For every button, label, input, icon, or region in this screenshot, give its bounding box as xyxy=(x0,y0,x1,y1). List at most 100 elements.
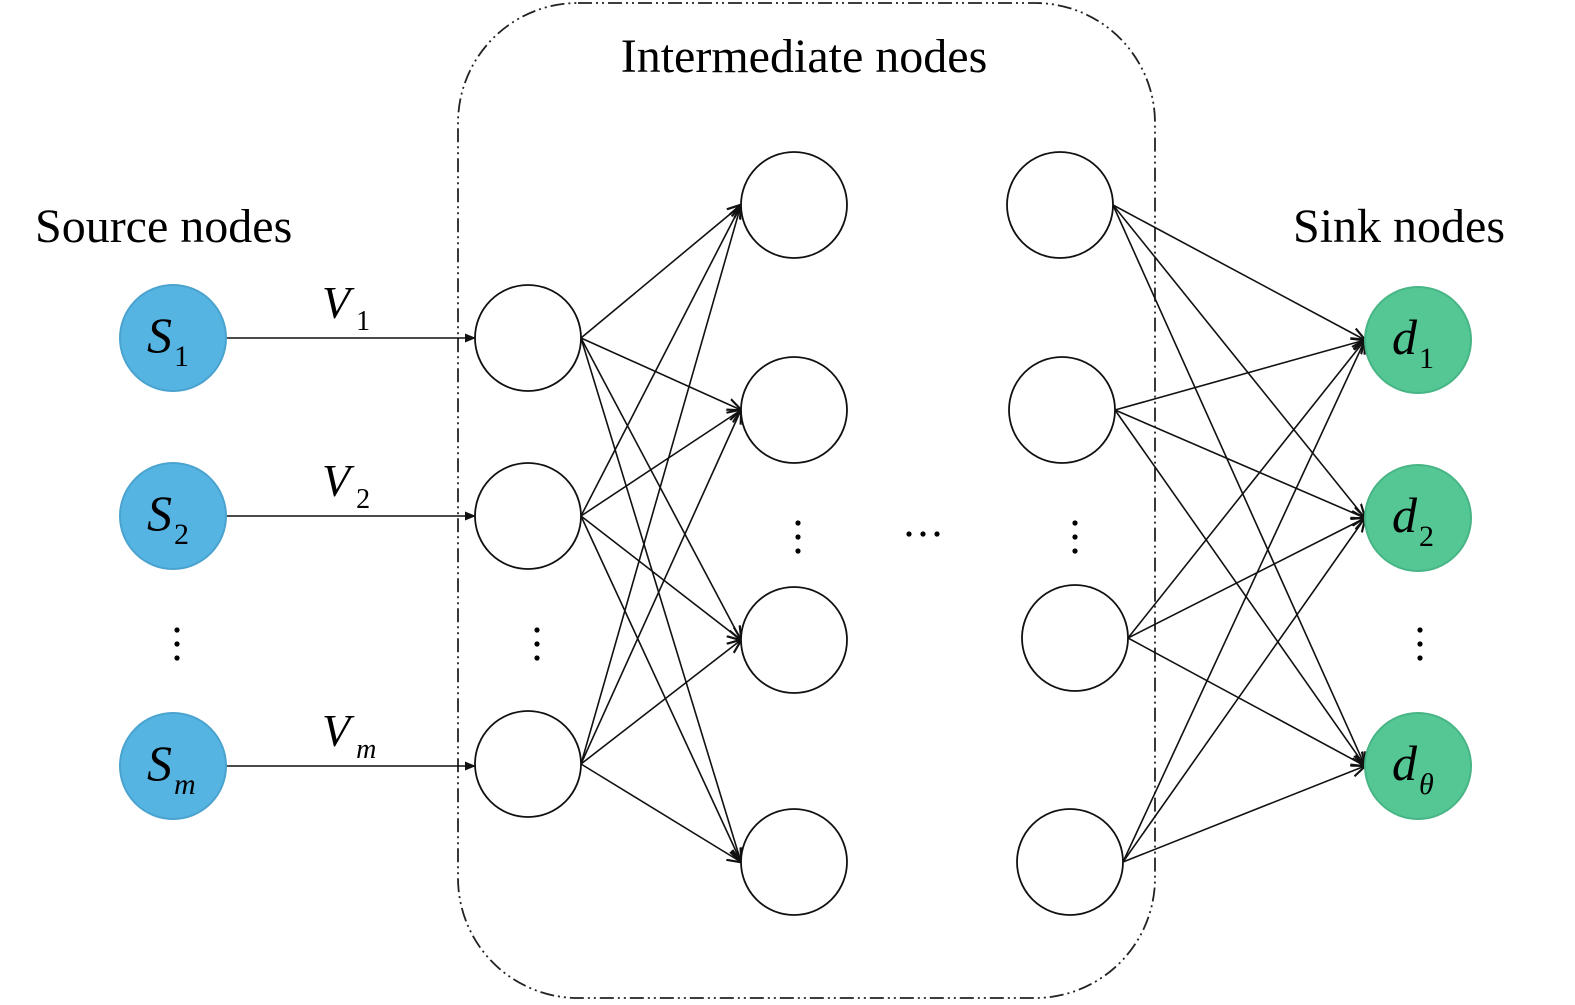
edge-l1-l2 xyxy=(580,515,741,862)
node-label-base: d xyxy=(1392,309,1418,365)
edge-l1-l2 xyxy=(580,410,741,517)
ellipsis-dot xyxy=(1072,534,1078,540)
source-nodes-title: Source nodes xyxy=(35,200,292,253)
ellipsis-dot xyxy=(534,655,540,661)
edge-l3-sink xyxy=(1122,766,1365,863)
intermediate-node xyxy=(1016,808,1124,916)
sink-node-circle xyxy=(1364,712,1472,820)
intermediate-node xyxy=(1021,584,1129,692)
node-label-subscript: θ xyxy=(1419,768,1434,801)
ellipsis-dot xyxy=(1417,627,1423,633)
sink-node-label: d2 xyxy=(1392,487,1434,553)
edge-l3-sink xyxy=(1114,409,1365,518)
source-node-label: S2 xyxy=(147,485,189,551)
sink-nodes-title: Sink nodes xyxy=(1293,200,1505,253)
sink-node-circle xyxy=(1364,464,1472,572)
layers-horizontal-ellipsis xyxy=(906,531,940,537)
node-label-base: d xyxy=(1392,487,1418,543)
flow-label-subscript: 2 xyxy=(356,484,370,515)
edge-l3-sink xyxy=(1127,340,1365,639)
ellipsis-dot xyxy=(174,655,180,661)
source-node-label: S1 xyxy=(147,307,189,373)
edge-l1-l2 xyxy=(580,763,741,862)
ellipsis-dot xyxy=(934,531,940,537)
edge-l1-l2 xyxy=(580,640,741,765)
flow-label-subscript: 1 xyxy=(356,306,370,337)
intermediate-layer-3 xyxy=(1006,151,1129,916)
node-label-base: S xyxy=(147,307,172,363)
edge-l3-sink xyxy=(1122,518,1365,863)
edge-l3-sink xyxy=(1112,204,1365,340)
layer1-vertical-ellipsis xyxy=(534,627,540,661)
source-node-circle xyxy=(119,462,227,570)
intermediate-node xyxy=(740,356,848,464)
source-vertical-ellipsis xyxy=(174,627,180,661)
edge-l3-sink xyxy=(1112,204,1365,766)
node-label-base: d xyxy=(1392,735,1418,791)
ellipsis-dot xyxy=(174,641,180,647)
intermediate-layer-2 xyxy=(740,151,848,916)
ellipsis-dot xyxy=(795,520,801,526)
edge-l1-l2 xyxy=(580,410,741,765)
edge-l3-sink xyxy=(1112,204,1365,518)
intermediate-layer-1 xyxy=(474,284,582,818)
source-node-circle xyxy=(119,284,227,392)
flow-label-subscript: m xyxy=(356,734,376,765)
node-label-subscript: m xyxy=(174,768,196,801)
ellipsis-dot xyxy=(534,641,540,647)
ellipsis-dot xyxy=(795,534,801,540)
flow-label-base: V xyxy=(322,455,355,506)
flow-label-base: V xyxy=(322,277,355,328)
source-node-label: Sm xyxy=(147,735,196,801)
ellipsis-dot xyxy=(1072,548,1078,554)
intermediate-node xyxy=(740,151,848,259)
node-label-subscript: 1 xyxy=(1419,342,1434,375)
edge-l3-sink xyxy=(1127,637,1365,766)
ellipsis-dot xyxy=(534,627,540,633)
node-label-subscript: 2 xyxy=(174,518,189,551)
edge-l1-l2 xyxy=(580,337,741,410)
source-node: S2 xyxy=(119,462,227,570)
edge-l3-sink xyxy=(1127,518,1365,639)
edge-l1-l2 xyxy=(580,205,741,517)
ellipsis-dot xyxy=(906,531,912,537)
ellipsis-dot xyxy=(920,531,926,537)
intermediate-region-boundary xyxy=(457,2,1156,999)
layer2-vertical-ellipsis xyxy=(795,520,801,554)
edge-l1-l2 xyxy=(580,205,741,765)
layer3-vertical-ellipsis xyxy=(1072,520,1078,554)
sink-node-label: d1 xyxy=(1392,309,1434,375)
node-label-base: S xyxy=(147,485,172,541)
sink-node-label: dθ xyxy=(1392,735,1434,801)
edge-l3-sink xyxy=(1122,340,1365,863)
edge-l1-l2 xyxy=(580,337,741,862)
sink-node: d2 xyxy=(1364,464,1472,572)
source-node: Sm xyxy=(119,712,227,820)
ellipsis-dot xyxy=(795,548,801,554)
source-node: S1 xyxy=(119,284,227,392)
edge-l3-sink xyxy=(1114,409,1365,766)
sink-node: dθ xyxy=(1364,712,1472,820)
intermediate-node xyxy=(474,284,582,392)
edge-l1-l2 xyxy=(580,205,741,339)
flow-label-base: V xyxy=(322,705,355,756)
intermediate-node xyxy=(474,462,582,570)
ellipsis-dot xyxy=(174,627,180,633)
intermediate-node xyxy=(1006,151,1114,259)
edge-l1-l2 xyxy=(580,337,741,640)
sink-node-circle xyxy=(1364,286,1472,394)
sink-vertical-ellipsis xyxy=(1417,627,1423,661)
source-node-circle xyxy=(119,712,227,820)
ellipsis-dot xyxy=(1072,520,1078,526)
intermediate-node xyxy=(1008,356,1116,464)
node-label-subscript: 1 xyxy=(174,340,189,373)
node-label-base: S xyxy=(147,735,172,791)
edges-layer3-to-sinks xyxy=(1112,204,1365,863)
intermediate-node xyxy=(474,710,582,818)
